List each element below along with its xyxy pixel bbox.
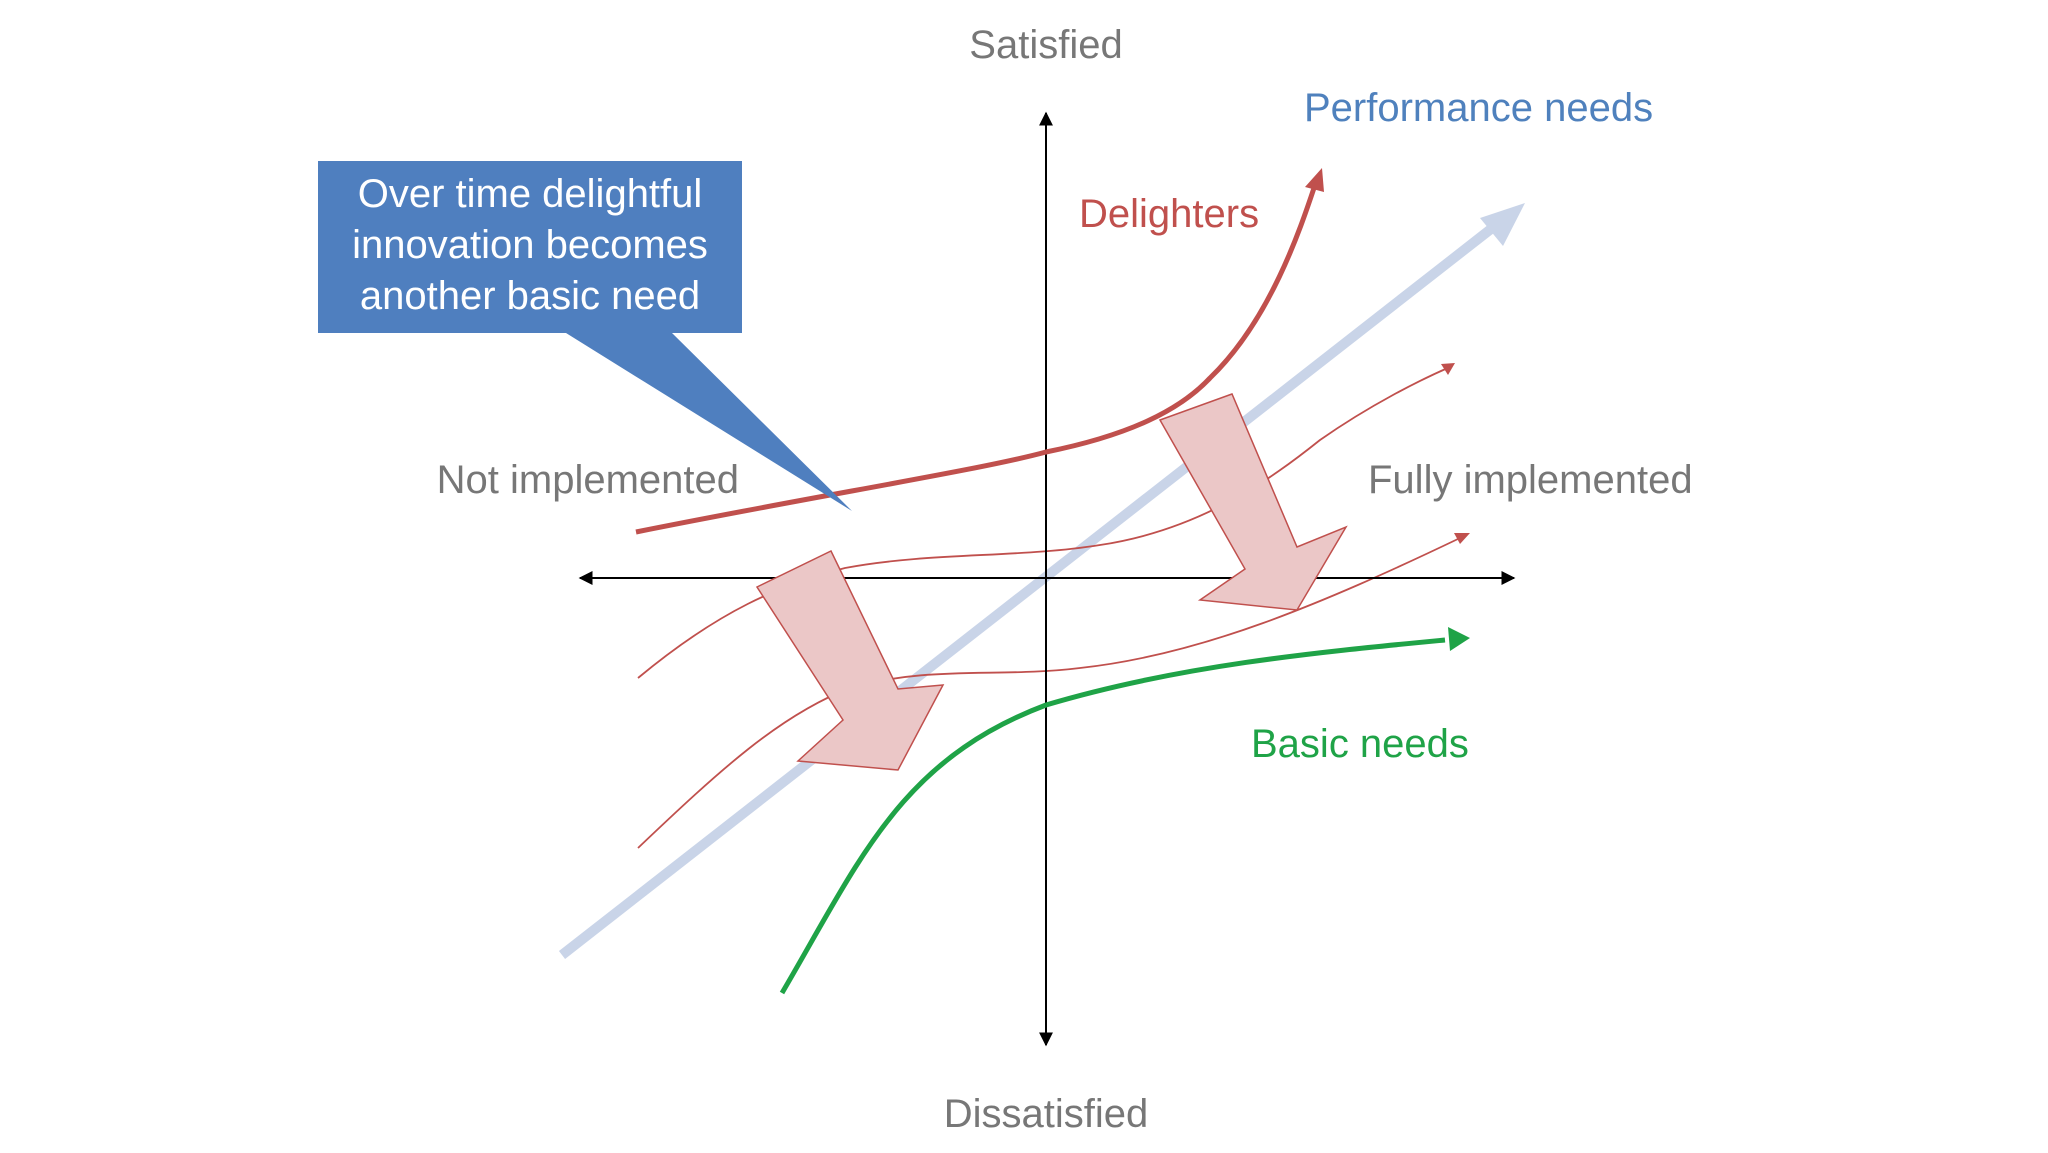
shift-arrow-right — [1158, 393, 1348, 611]
basic-needs-arrowhead — [1448, 627, 1470, 651]
callout-line-3: another basic need — [360, 274, 700, 318]
delighters-arrowhead — [1305, 168, 1324, 192]
delighters-curve — [635, 168, 1324, 535]
callout-shape — [318, 161, 852, 511]
axes — [578, 111, 1516, 1047]
transition-curve-lower — [637, 537, 1461, 849]
performance-needs-arrowhead — [1480, 203, 1525, 246]
axis-label-dissatisfied: Dissatisfied — [944, 1092, 1149, 1136]
transition-curve-upper-arrowhead — [1441, 363, 1455, 375]
callout-line-1: Over time delightful — [358, 172, 703, 216]
performance-needs-curve — [558, 203, 1525, 959]
callout: Over time delightful innovation becomes … — [318, 161, 852, 511]
transition-curve-lower-arrowhead — [1454, 533, 1470, 544]
performance-needs-label: Performance needs — [1304, 86, 1653, 130]
callout-line-2: innovation becomes — [352, 223, 708, 267]
basic-needs-label: Basic needs — [1251, 722, 1469, 766]
shift-arrow-left — [755, 549, 945, 771]
delighters-label: Delighters — [1079, 192, 1259, 236]
axis-label-satisfied: Satisfied — [969, 23, 1122, 67]
transition-curve-upper — [637, 366, 1451, 679]
axis-label-not-implemented: Not implemented — [437, 458, 739, 502]
basic-needs-curve — [779, 627, 1470, 995]
axis-label-fully-implemented: Fully implemented — [1368, 458, 1693, 502]
